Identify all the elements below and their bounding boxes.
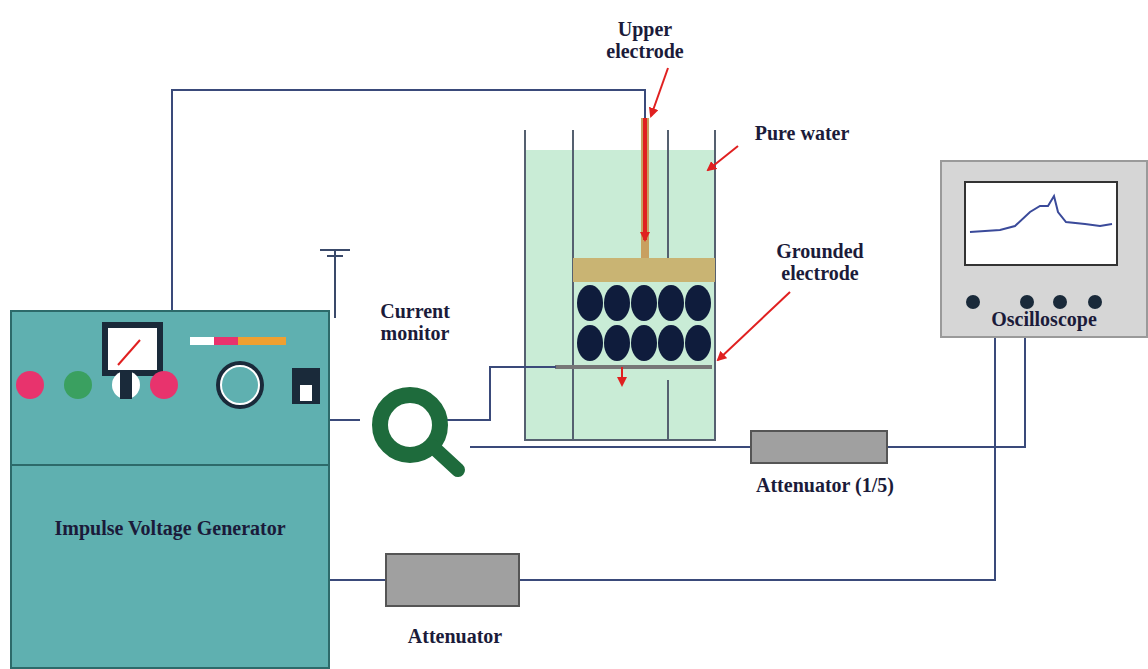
panel-divider	[10, 464, 330, 466]
ground-lead	[334, 250, 336, 318]
sample-bead	[658, 325, 684, 361]
tank-partition	[572, 130, 574, 440]
tank-wall	[525, 130, 715, 440]
knob	[966, 295, 980, 309]
return-wire	[440, 367, 556, 420]
sample-bead	[631, 285, 657, 321]
ground-mark	[621, 367, 623, 385]
grounded-plate	[555, 365, 712, 369]
signal-cable	[888, 338, 1025, 447]
signal-cable	[470, 446, 750, 448]
oscilloscope: Oscilloscope	[940, 160, 1148, 338]
tank-partition	[667, 130, 669, 258]
upper-plate	[573, 258, 715, 282]
signal-cable	[520, 338, 995, 580]
generator-body	[10, 310, 330, 669]
button	[112, 371, 140, 399]
leader-arrow	[651, 68, 668, 116]
meter	[105, 325, 160, 373]
knob	[216, 361, 264, 409]
meter-needle	[118, 340, 140, 365]
water	[525, 150, 715, 440]
current-monitor-tail	[432, 446, 458, 470]
sample-bead	[658, 285, 684, 321]
current-monitor: Current monitor	[350, 296, 480, 476]
pressure-arrow	[643, 118, 647, 240]
sample-bead	[577, 325, 603, 361]
knob	[1053, 295, 1067, 309]
callout-label: Grounded electrode	[760, 240, 880, 284]
electrode-rod	[641, 118, 649, 258]
node-label: Oscilloscope	[942, 308, 1146, 330]
oscilloscope-body	[940, 160, 1148, 338]
attenuator: Attenuator	[375, 553, 535, 663]
sample-bead	[604, 285, 630, 321]
signal-cable	[330, 579, 385, 581]
callout-label: Upper electrode	[585, 18, 705, 62]
button	[150, 371, 178, 399]
sample-beads	[577, 285, 711, 361]
switch	[300, 385, 312, 401]
switch	[292, 368, 320, 404]
sample-bead	[685, 325, 711, 361]
node-label: Attenuator (1/5)	[725, 474, 925, 496]
button	[16, 371, 44, 399]
button	[64, 371, 92, 399]
oscilloscope-screen	[965, 182, 1117, 265]
signal-cable	[330, 419, 360, 421]
indicator	[238, 337, 262, 345]
monitor-ring-area	[360, 383, 470, 473]
sample-bead	[631, 325, 657, 361]
impulse-generator: Impulse Voltage Generator	[10, 310, 330, 669]
tank-partition	[667, 380, 669, 440]
sample-bead	[685, 285, 711, 321]
waveform	[970, 196, 1112, 232]
attenuator-box	[750, 430, 888, 464]
ground-symbol	[327, 255, 343, 257]
indicator	[190, 337, 214, 345]
callout-label: Pure water	[732, 122, 872, 144]
button	[120, 371, 132, 399]
indicator	[214, 337, 238, 345]
node-label: Current monitor	[360, 300, 470, 344]
sample-bead	[577, 285, 603, 321]
sample-bead	[604, 325, 630, 361]
leader-arrow	[708, 146, 738, 170]
attenuator: Attenuator (1/5)	[745, 430, 905, 506]
leader-arrow	[718, 292, 790, 360]
node-label: Attenuator	[355, 625, 555, 647]
indicator	[262, 337, 286, 345]
ground-symbol	[320, 249, 350, 251]
node-label: Impulse Voltage Generator	[45, 517, 295, 539]
knob	[221, 366, 259, 404]
knob	[1088, 295, 1102, 309]
knob	[1020, 295, 1034, 309]
attenuator-box	[385, 553, 520, 607]
